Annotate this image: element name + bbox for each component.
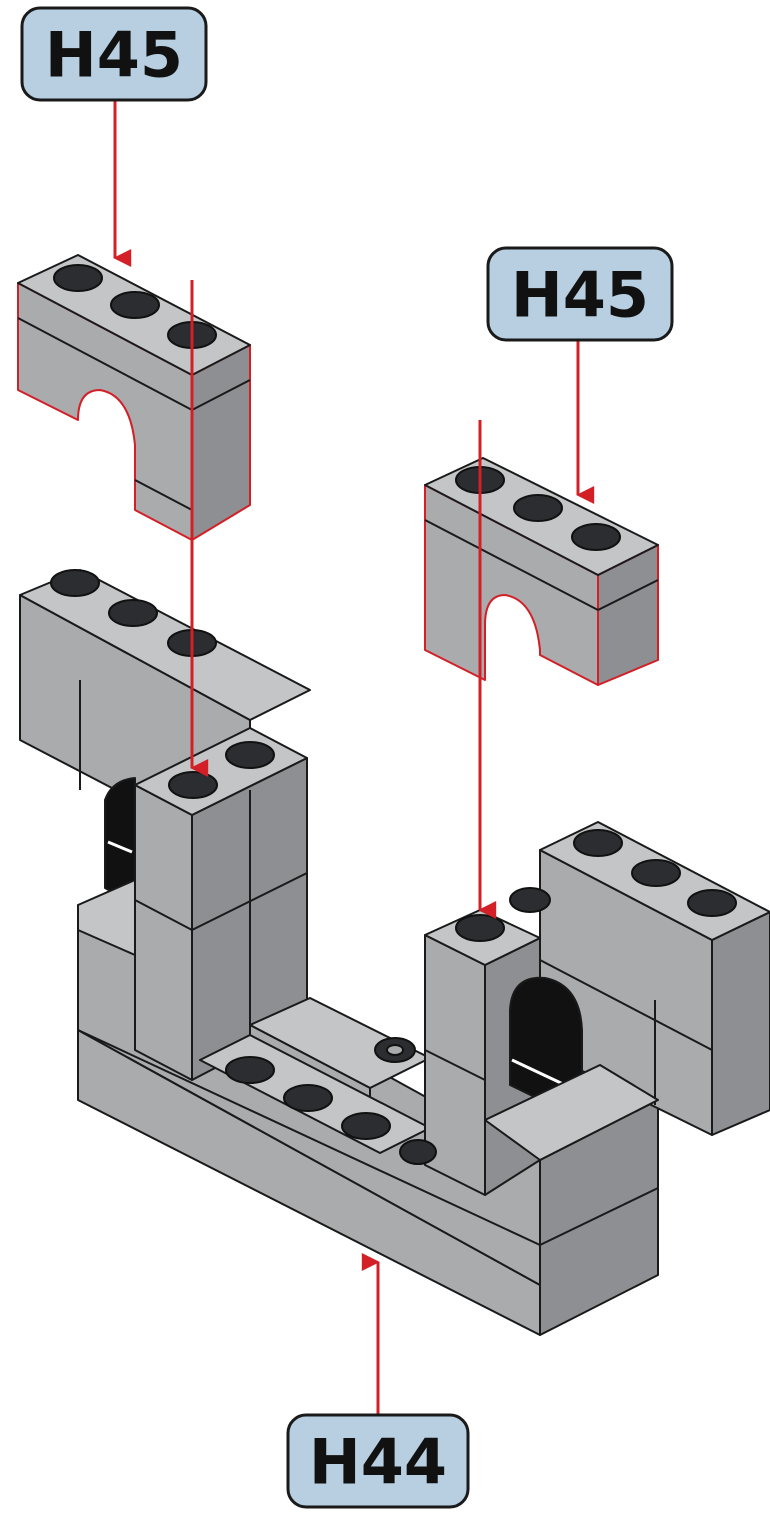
stud xyxy=(226,1057,274,1083)
stud xyxy=(400,1140,436,1164)
stud xyxy=(572,524,620,550)
stud xyxy=(456,915,504,941)
label-h45-top-right: H45 xyxy=(488,248,672,340)
stud xyxy=(574,830,622,856)
left-tower-front xyxy=(135,785,192,1080)
base-assembly xyxy=(20,570,770,1335)
stud xyxy=(514,495,562,521)
stud xyxy=(342,1113,390,1139)
arch-brick-left-side xyxy=(192,345,250,540)
stud xyxy=(111,292,159,318)
arch-brick-right xyxy=(425,458,658,685)
stud xyxy=(284,1085,332,1111)
arch-brick-left xyxy=(18,255,250,540)
stud xyxy=(226,742,274,768)
stud xyxy=(109,600,157,626)
label-text: H44 xyxy=(309,1426,447,1499)
stud xyxy=(54,265,102,291)
stud xyxy=(169,772,217,798)
label-text: H45 xyxy=(511,259,649,332)
stud xyxy=(688,890,736,916)
hollow-stud-hole xyxy=(387,1045,403,1055)
right-back-wall-side xyxy=(712,912,770,1135)
stud xyxy=(632,860,680,886)
label-text: H45 xyxy=(45,19,183,92)
stud xyxy=(510,888,550,912)
label-h45-top-left: H45 xyxy=(22,8,206,100)
label-h44-bottom: H44 xyxy=(288,1415,468,1507)
stud xyxy=(51,570,99,596)
